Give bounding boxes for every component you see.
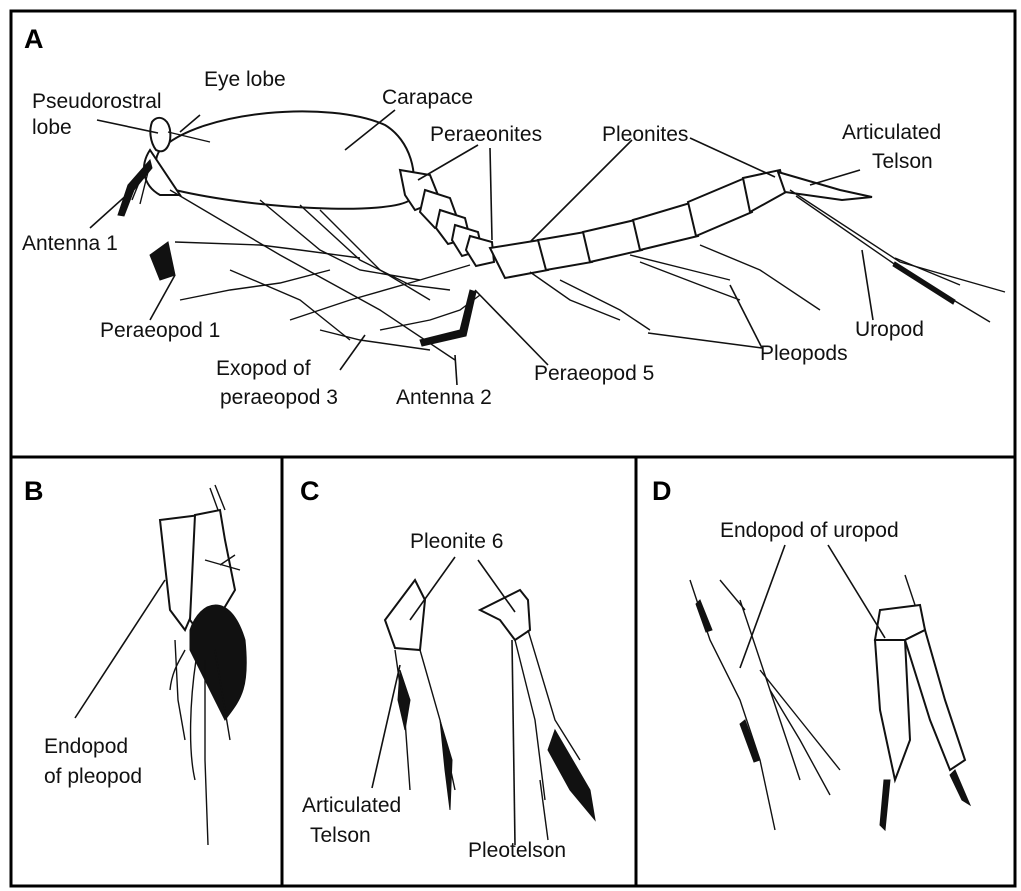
label-endopod-pleopod-2: of pleopod [44, 765, 142, 788]
label-antenna-2: Antenna 2 [396, 386, 492, 409]
pleonite-5 [688, 178, 752, 236]
peraeonite-5 [466, 236, 494, 266]
panel-c-letter: C [300, 476, 320, 506]
label-peraeopod-5: Peraeopod 5 [534, 362, 654, 385]
label-pleopods: Pleopods [760, 342, 848, 365]
label-articulated-telson-2: Telson [872, 150, 933, 173]
panel-a: A [22, 24, 1005, 409]
pleopod-drawing [160, 485, 246, 845]
telson-drawings [385, 580, 595, 840]
label-pseudorostral-2: lobe [32, 116, 72, 139]
label-pleonites: Pleonites [602, 123, 688, 146]
label-eye-lobe: Eye lobe [204, 68, 286, 91]
label-uropod: Uropod [855, 318, 924, 341]
label-articulated-telson-c-1: Articulated [302, 794, 401, 817]
pseudorostral-lobe-shape [150, 118, 170, 151]
panel-d: D Endopod of uropod [652, 476, 970, 830]
panel-a-letter: A [24, 24, 44, 54]
label-exopod-2: peraeopod 3 [220, 386, 338, 409]
label-pleotelson: Pleotelson [468, 839, 566, 862]
uropod-drawings [690, 575, 970, 830]
label-endopod-uropod: Endopod of uropod [720, 519, 899, 542]
leader-lines-d [740, 545, 885, 668]
label-carapace: Carapace [382, 86, 473, 109]
panel-b-letter: B [24, 476, 44, 506]
panel-d-letter: D [652, 476, 672, 506]
label-peraeonites: Peraeonites [430, 123, 542, 146]
label-antenna-1: Antenna 1 [22, 232, 118, 255]
articulated-telson-shape [778, 172, 872, 200]
panel-c: C Pleonite 6 Articulated Telson Pleotels… [300, 476, 595, 862]
label-endopod-pleopod-1: Endopod [44, 735, 128, 758]
label-pseudorostral-1: Pseudorostral [32, 90, 162, 113]
label-articulated-telson-c-2: Telson [310, 824, 371, 847]
label-articulated-telson-1: Articulated [842, 121, 941, 144]
label-pleonite-6: Pleonite 6 [410, 530, 503, 553]
antenna-1-shape [118, 160, 152, 216]
panel-b: B Endopod of pleopod [24, 476, 246, 845]
label-exopod-1: Exopod of [216, 357, 311, 380]
label-peraeopod-1: Peraeopod 1 [100, 319, 220, 342]
leader-b [75, 580, 165, 718]
pleonite-4 [633, 203, 698, 250]
